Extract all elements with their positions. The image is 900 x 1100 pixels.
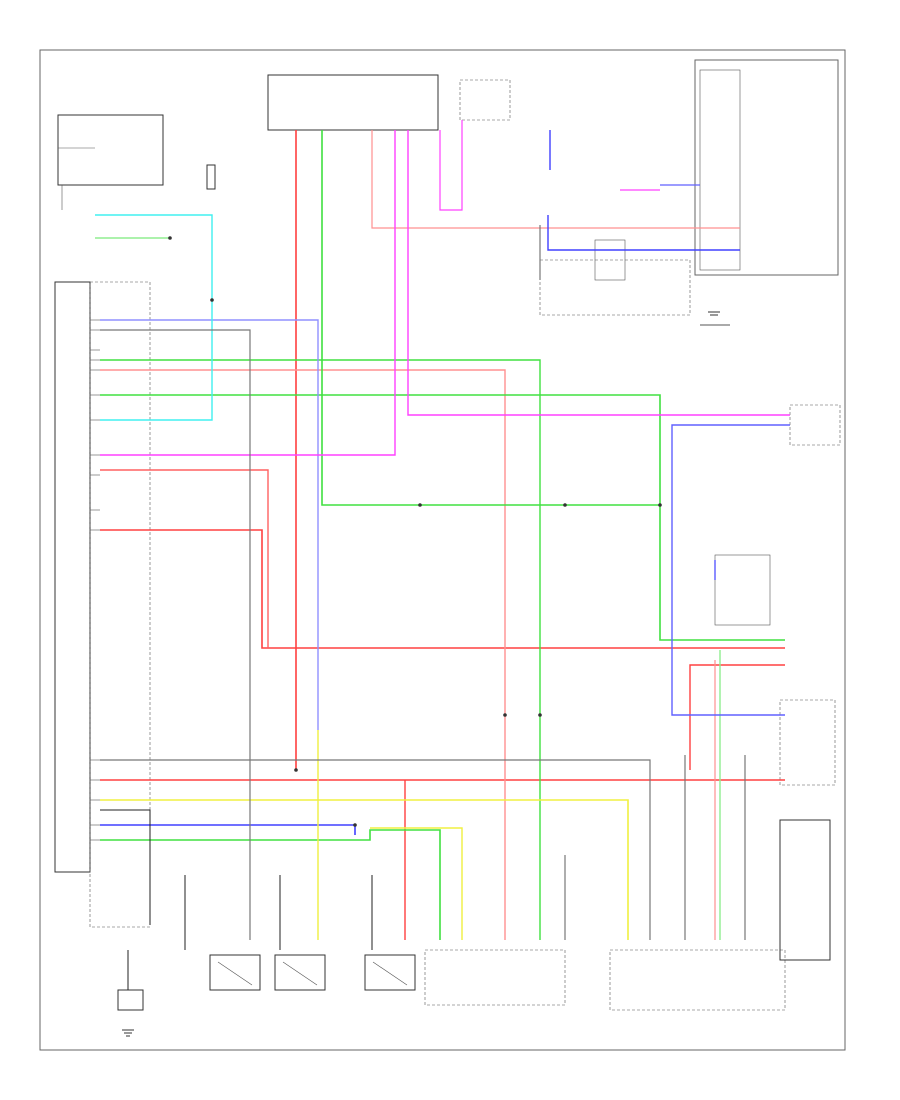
wire-pink-370 — [100, 369, 506, 940]
wire-black-1 — [100, 809, 151, 925]
wire-magenta-3 — [439, 120, 463, 211]
ground-icon — [122, 1029, 134, 1037]
components — [54, 59, 841, 1011]
left-relay-box — [57, 114, 164, 186]
connector-dots — [168, 236, 662, 827]
diagram-frame — [39, 49, 846, 1051]
ecu-pin-ticks — [90, 319, 100, 841]
wire-blue-bottom — [100, 824, 356, 835]
wire-magenta-2 — [407, 130, 790, 416]
wire-cyan-1 — [95, 214, 213, 421]
wire-blue-320 — [100, 319, 319, 730]
wire-green-360 — [100, 359, 541, 940]
fuse-block — [206, 164, 216, 190]
ground-symbols — [122, 311, 720, 1037]
ground-icon — [708, 311, 720, 316]
wire-green-main — [321, 130, 660, 506]
right-terminal-block — [779, 699, 836, 786]
wire-gray-2 — [100, 759, 651, 940]
wire-red-right-1 — [689, 664, 785, 770]
mid-right-switch — [714, 554, 771, 626]
wire-magenta-1 — [100, 130, 396, 456]
ground-sensor — [117, 989, 144, 1011]
switch-3 — [364, 954, 416, 991]
wire-yellow-2 — [370, 827, 463, 940]
wire-red-470 — [100, 469, 269, 648]
wire-green-bottom — [100, 829, 441, 940]
wire-blue-lower — [547, 215, 740, 251]
relay-stack-box — [694, 59, 839, 276]
right-sensor-box — [779, 819, 831, 961]
wire-yellow-1 — [100, 799, 629, 940]
lower-relay — [539, 259, 691, 316]
bottom-module-2 — [609, 949, 786, 1011]
wires — [95, 120, 790, 990]
main-ecu-box — [54, 281, 91, 873]
switch-1 — [209, 954, 261, 991]
wire-red-ecu-530 — [100, 529, 785, 649]
main-ecu-outline — [89, 281, 151, 928]
wire-blue-mid — [671, 424, 790, 716]
switch-2 — [274, 954, 326, 991]
center-connector — [459, 79, 511, 121]
wire-green-395 — [100, 394, 785, 641]
wire-gray-1 — [100, 329, 251, 940]
junction-block-top — [267, 74, 439, 131]
bottom-module-1 — [424, 949, 566, 1006]
right-mid-connector — [789, 404, 841, 446]
wire-pink-top — [371, 130, 740, 229]
